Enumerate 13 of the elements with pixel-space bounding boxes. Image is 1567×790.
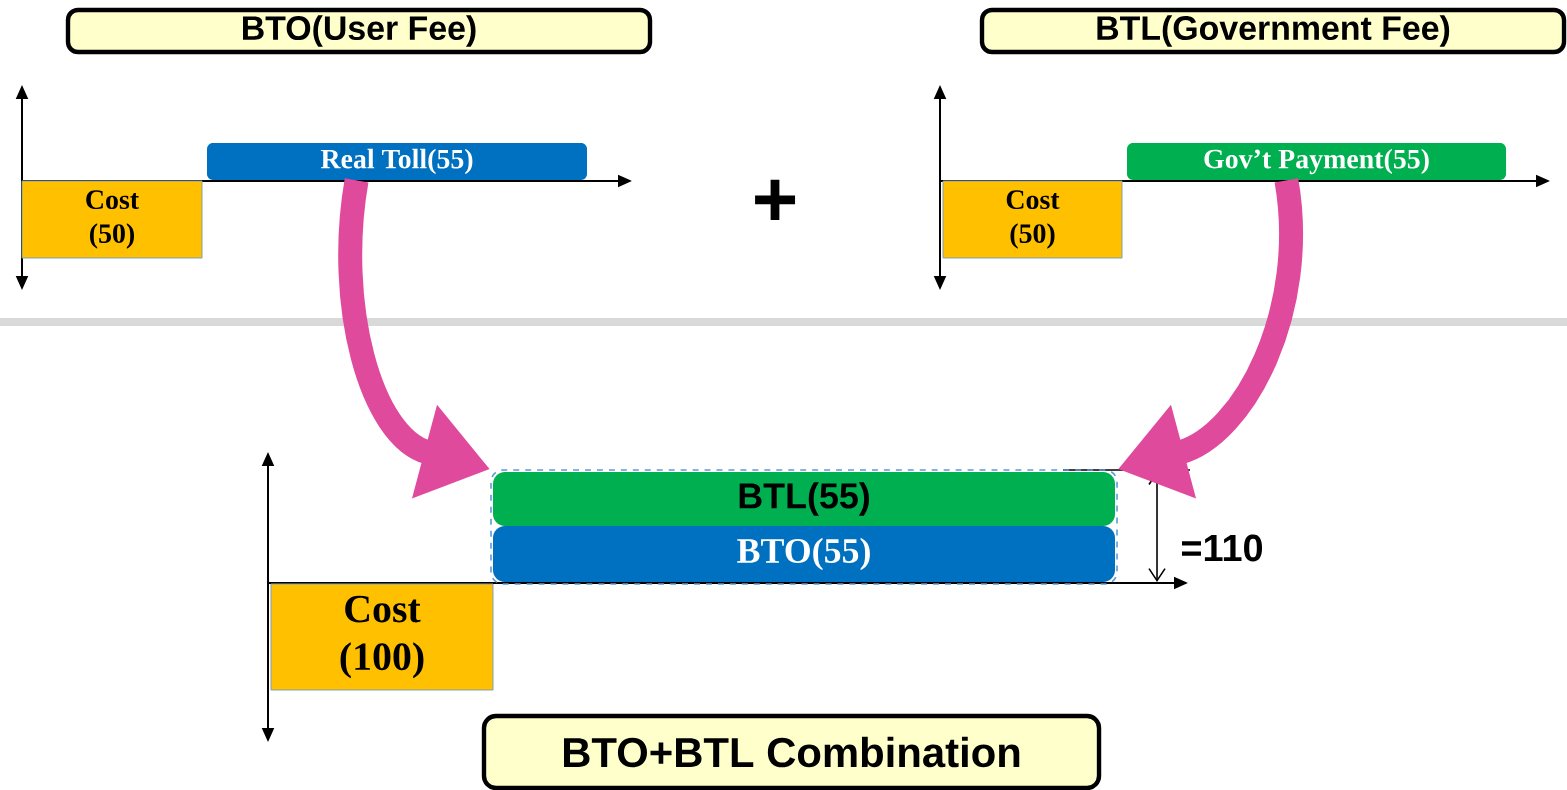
total-label: =110 [1182,534,1263,562]
revenue-bar: BTL(55) [493,472,1115,526]
cost-bar: Cost (100) [270,583,494,691]
plus-sign: + [755,179,796,221]
revenue-bar: BTO(55) [493,526,1115,582]
revenue-bar: Real Toll(55) [207,143,587,180]
title-box: BTL(Government Fee) [979,7,1567,55]
dashed-group-box [490,469,1118,585]
cost-bar: Cost (50) [942,180,1123,259]
revenue-bar: Gov’t Payment(55) [1127,143,1506,180]
cost-bar: Cost (50) [21,180,203,259]
title-box: BTO+BTL Combination [481,713,1102,790]
title-box: BTO(User Fee) [65,7,653,55]
